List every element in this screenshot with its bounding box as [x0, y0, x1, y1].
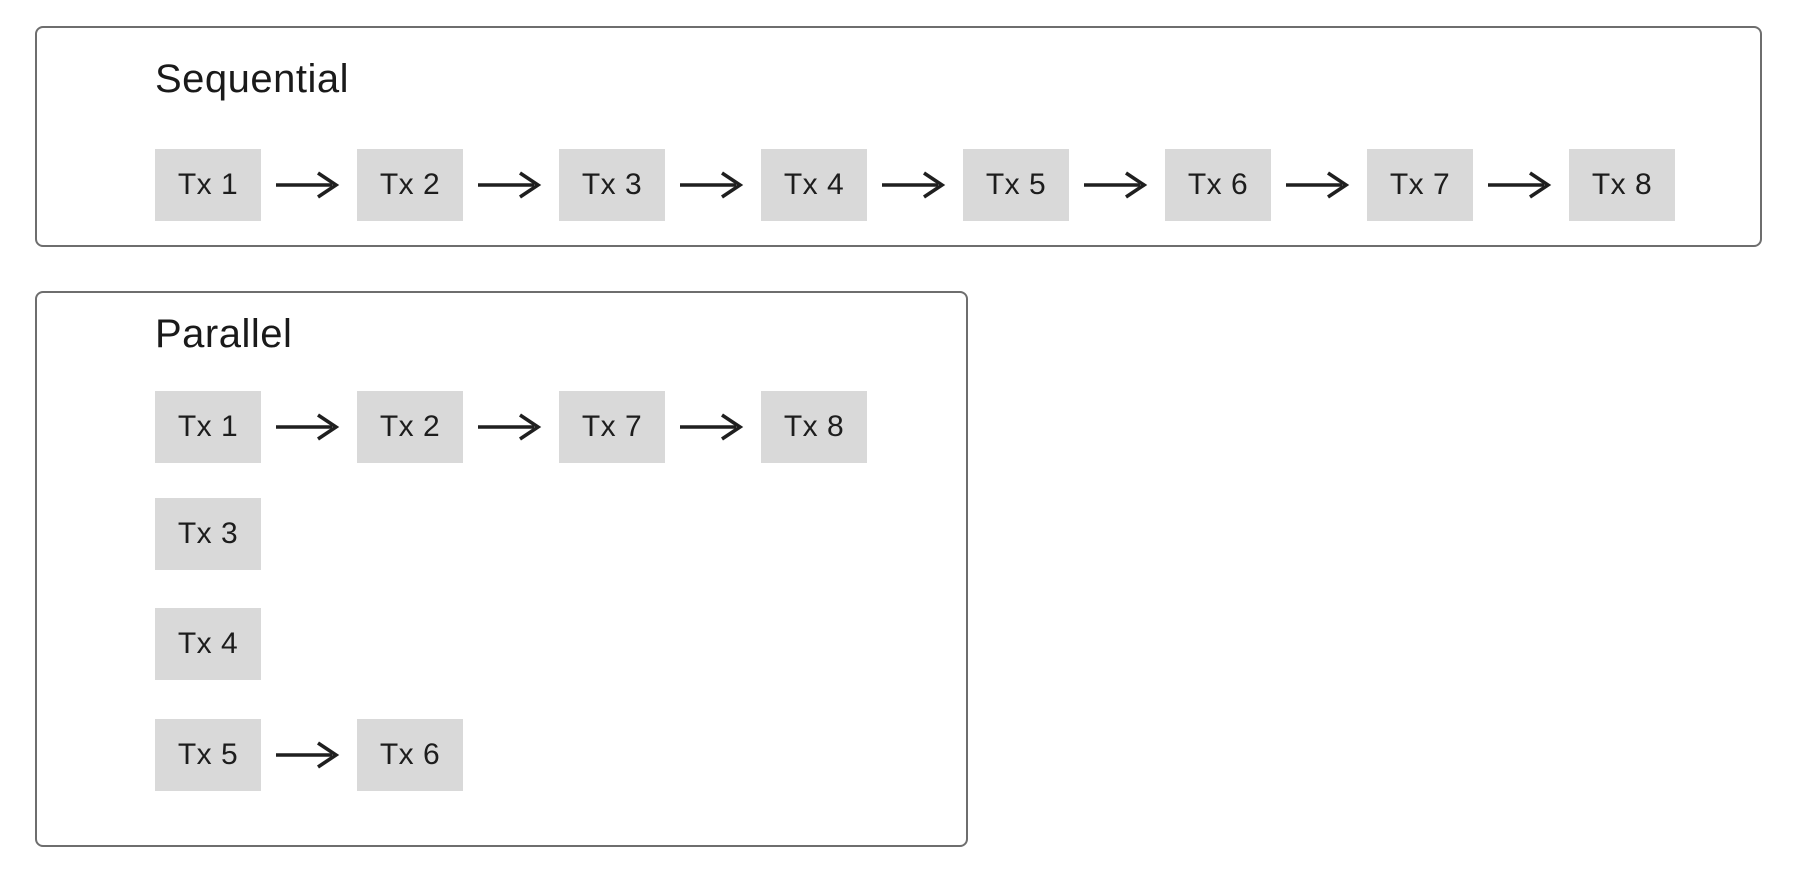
tx-box: Tx 2 — [357, 391, 463, 463]
parallel-transaction-row-2: Tx 3 — [155, 498, 261, 570]
right-arrow-icon — [665, 149, 761, 221]
tx-box-label: Tx 8 — [1591, 168, 1653, 201]
parallel-transaction-row-1: Tx 1 Tx 2 Tx 7 Tx 8 — [155, 391, 867, 463]
tx-box-label: Tx 7 — [581, 410, 643, 443]
tx-box: Tx 3 — [559, 149, 665, 221]
tx-box: Tx 4 — [761, 149, 867, 221]
tx-box-label: Tx 2 — [379, 168, 441, 201]
right-arrow-icon — [1069, 149, 1165, 221]
tx-box: Tx 5 — [155, 719, 261, 791]
tx-box: Tx 6 — [357, 719, 463, 791]
tx-box-label: Tx 4 — [177, 627, 239, 660]
right-arrow-icon — [463, 149, 559, 221]
tx-box-label: Tx 7 — [1389, 168, 1451, 201]
right-arrow-icon — [867, 149, 963, 221]
tx-box: Tx 5 — [963, 149, 1069, 221]
sequential-transaction-row: Tx 1 Tx 2 Tx 3 Tx 4 Tx 5 Tx 6 Tx 7 Tx 8 — [155, 149, 1675, 221]
right-arrow-icon — [463, 391, 559, 463]
tx-box-label: Tx 3 — [177, 517, 239, 550]
tx-box: Tx 7 — [559, 391, 665, 463]
tx-box-label: Tx 5 — [985, 168, 1047, 201]
tx-box: Tx 3 — [155, 498, 261, 570]
tx-box-label: Tx 1 — [177, 410, 239, 443]
right-arrow-icon — [261, 391, 357, 463]
right-arrow-icon — [261, 149, 357, 221]
parallel-transaction-row-4: Tx 5 Tx 6 — [155, 719, 463, 791]
parallel-panel-title: Parallel — [155, 312, 293, 356]
tx-box: Tx 6 — [1165, 149, 1271, 221]
tx-box-label: Tx 6 — [1187, 168, 1249, 201]
right-arrow-icon — [665, 391, 761, 463]
parallel-transaction-row-3: Tx 4 — [155, 608, 261, 680]
sequential-panel-title: Sequential — [155, 57, 350, 101]
tx-box: Tx 7 — [1367, 149, 1473, 221]
tx-box: Tx 8 — [1569, 149, 1675, 221]
tx-box-label: Tx 3 — [581, 168, 643, 201]
tx-box-label: Tx 8 — [783, 410, 845, 443]
tx-box: Tx 2 — [357, 149, 463, 221]
tx-box: Tx 1 — [155, 149, 261, 221]
tx-box: Tx 1 — [155, 391, 261, 463]
tx-box-label: Tx 1 — [177, 168, 239, 201]
right-arrow-icon — [261, 719, 357, 791]
tx-box: Tx 4 — [155, 608, 261, 680]
right-arrow-icon — [1271, 149, 1367, 221]
tx-box: Tx 8 — [761, 391, 867, 463]
parallel-panel: Parallel Tx 1 Tx 2 Tx 7 Tx 8 Tx 3 Tx 4 Tx 5… — [35, 291, 968, 847]
tx-box-label: Tx 4 — [783, 168, 845, 201]
tx-box-label: Tx 6 — [379, 738, 441, 771]
right-arrow-icon — [1473, 149, 1569, 221]
tx-box-label: Tx 5 — [177, 738, 239, 771]
tx-box-label: Tx 2 — [379, 410, 441, 443]
